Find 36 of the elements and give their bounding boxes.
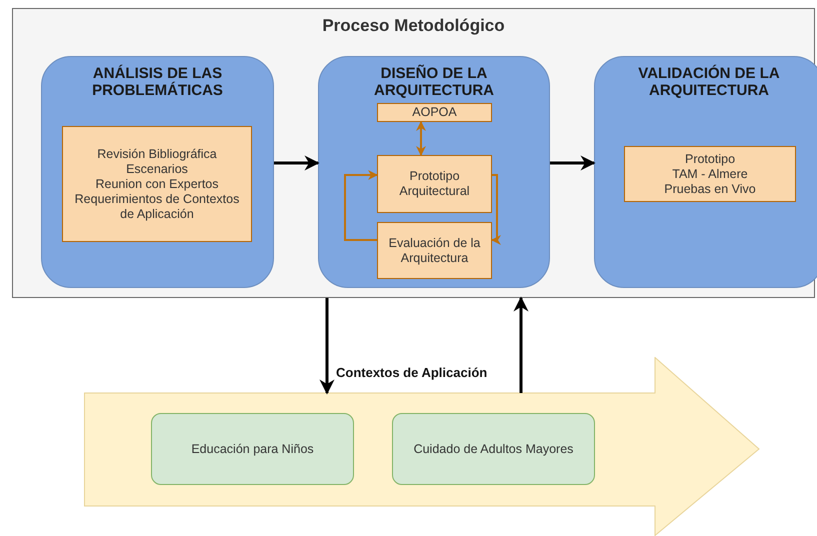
process-frame [12,8,815,298]
box-text: Escenarios [126,162,188,176]
arrow [550,156,596,170]
context-box [151,413,354,485]
phase-panel [41,56,274,288]
box-text: Cuidado de Adultos Mayores [414,442,574,456]
box-text: Educación para Niños [191,442,314,456]
phase-title: ANÁLISIS DE LAS PROBLEMÁTICAS [91,65,224,99]
block-arrow [84,357,760,536]
phase-panel [318,56,550,288]
box-text: TAM - Almere [672,166,748,182]
activity-box [624,146,796,202]
box-text: Prototipo [684,152,736,166]
activity-box [62,126,252,242]
box-text: AOPOA [412,105,457,120]
arrow [514,296,528,393]
activity-box [377,155,492,213]
arrow [344,170,378,241]
phase-title: DISEÑO DE LA ARQUITECTURA [373,65,495,99]
frame-heading: Proceso Metodológico [321,16,506,36]
box-text: Evaluación de la Arquitectura [388,236,482,266]
box-text: Revisión Bibliográfica [97,146,217,162]
context-box [392,413,595,485]
arrow [320,298,334,394]
phase-panel [594,56,817,288]
context-heading: Contextos de Aplicación [336,365,488,380]
activity-box [377,222,492,279]
arrow [416,121,426,156]
arrow [274,156,320,170]
box-text: Reunion con Expertos [96,176,218,192]
box-text: Pruebas en Vivo [664,182,756,196]
phase-title: VALIDACIÓN DE LA ARQUITECTURA [637,65,781,99]
activity-box [377,103,492,122]
box-text: Requerimientos de Contextos de Aplicación [74,192,240,222]
box-text: Prototipo Arquitectural [398,169,471,199]
arrow [491,174,501,245]
